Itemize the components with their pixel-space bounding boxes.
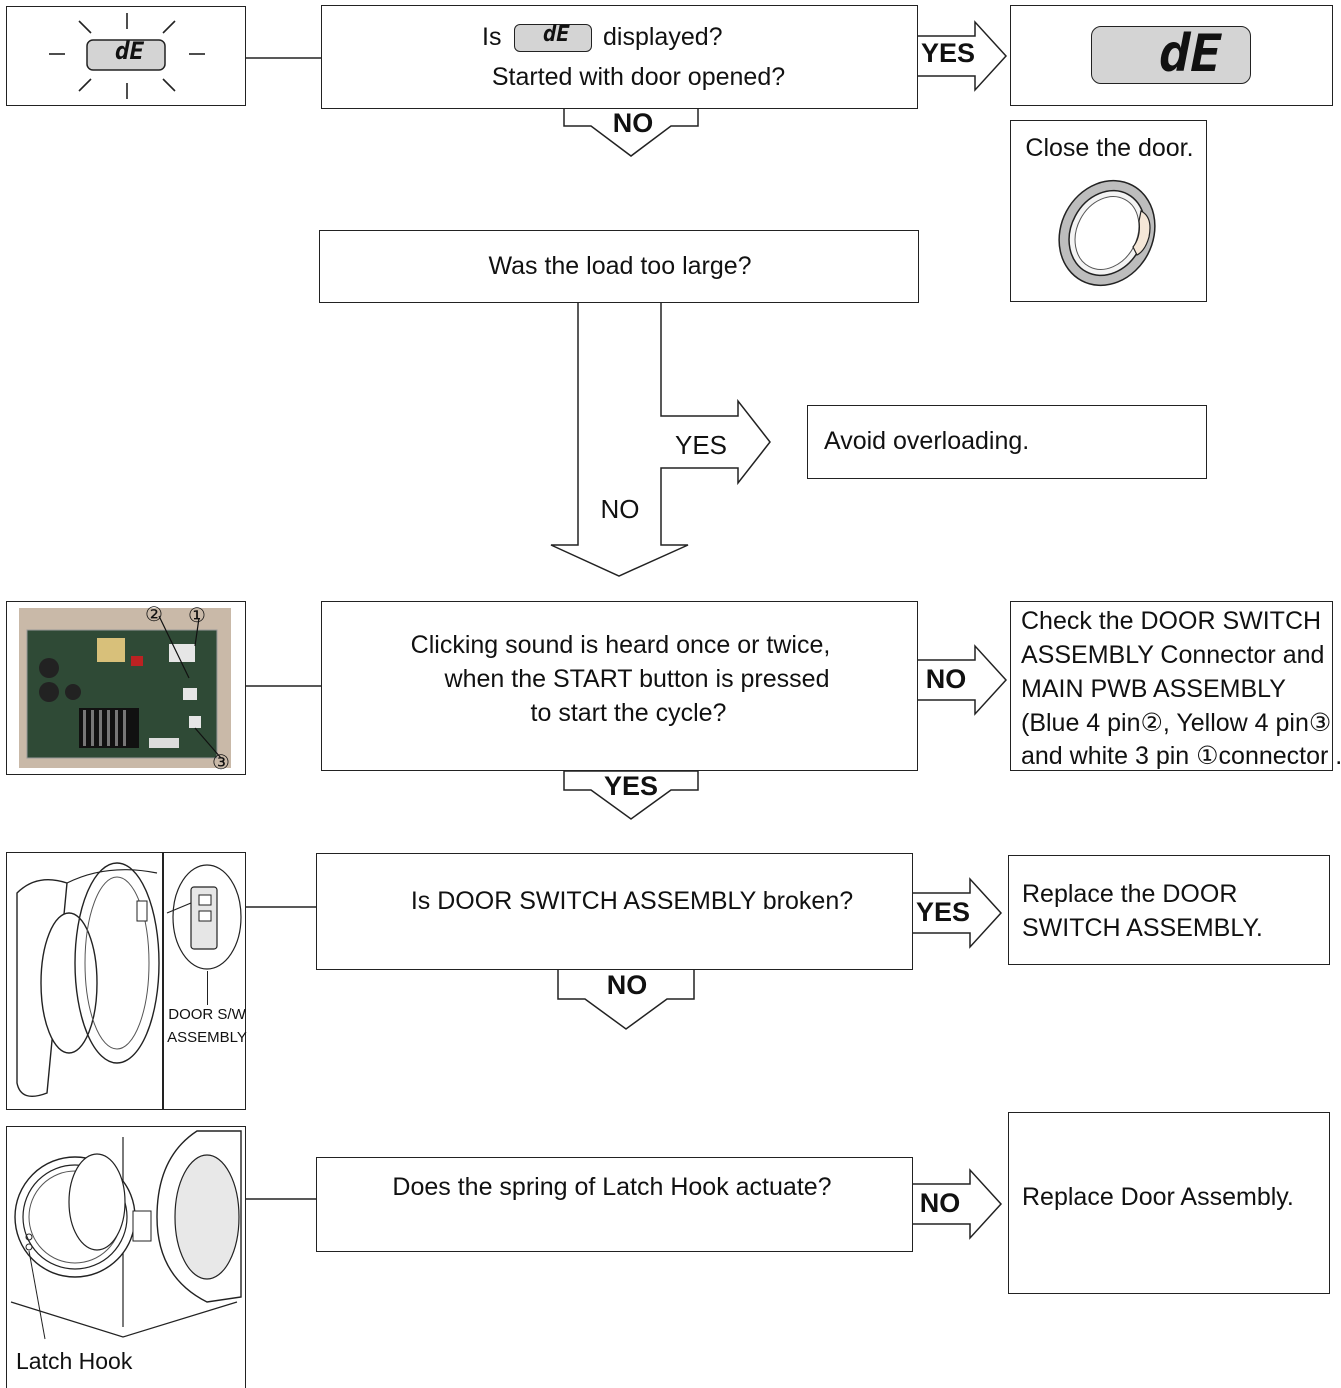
q1-no-label: NO (612, 108, 654, 138)
q2-no-label: NO (600, 494, 640, 524)
check-line2: ASSEMBLY Connector and (1021, 641, 1325, 669)
door-sw-leader (207, 971, 208, 1005)
replace-switch-line2: SWITCH ASSEMBLY. (1022, 914, 1263, 942)
close-door-panel: Close the door. (1010, 120, 1207, 302)
check-line3: MAIN PWB ASSEMBLY (1021, 675, 1286, 703)
q3-no-arrow (916, 644, 1008, 716)
check-connector-panel: Check the DOOR SWITCH ASSEMBLY Connector… (1010, 601, 1341, 771)
latch-hook-label: Latch Hook (16, 1348, 133, 1374)
question-load-too-large: Was the load too large? (319, 230, 919, 303)
check-line1: Check the DOOR SWITCH (1021, 607, 1322, 635)
q5-text: Does the spring of Latch Hook actuate? (392, 1173, 832, 1201)
pcb-marker-3: ③ (212, 752, 230, 774)
blinking-display-text: dE (115, 37, 144, 65)
door-switch-illustration: DOOR S/W ASSEMBLY (6, 852, 247, 1110)
question-door-switch-broken: Is DOOR SWITCH ASSEMBLY broken? (316, 853, 913, 970)
replace-switch-panel: Replace the DOOR SWITCH ASSEMBLY. (1008, 855, 1330, 965)
q5-no-label: NO (919, 1188, 961, 1218)
q1-no-arrow (563, 107, 699, 157)
q3-no-label: NO (925, 664, 967, 694)
pcb-photo-panel: ② ① ③ (6, 601, 246, 775)
washer-door-open-image (16, 862, 160, 1097)
de-display-lcd-text: dE (1159, 24, 1222, 84)
question-latch-spring: Does the spring of Latch Hook actuate? (316, 1157, 913, 1252)
q2-text: Was the load too large? (488, 252, 752, 280)
door-ring-icon (1058, 179, 1156, 287)
latch-hook-illustration: Latch Hook (6, 1126, 246, 1388)
q1-inline-display-text: dE (543, 22, 570, 47)
q1-is: Is (482, 23, 502, 51)
q4-no-label: NO (606, 970, 648, 1000)
door-sw-label-1: DOOR S/W (168, 1006, 246, 1023)
q3-line2: when the START button is pressed (444, 665, 830, 693)
avoid-overloading-panel: Avoid overloading. (807, 405, 1207, 479)
de-display-panel: dE (1010, 5, 1333, 106)
blinking-display-icon (49, 13, 205, 99)
avoid-text: Avoid overloading. (824, 427, 1030, 455)
q2-split-arrow (550, 302, 771, 577)
q2-yes-label: YES (674, 430, 728, 460)
q1-yes-arrow (916, 20, 1008, 92)
replace-switch-line1: Replace the DOOR (1022, 880, 1238, 908)
q3-line1: Clicking sound is heard once or twice, (410, 631, 831, 659)
door-switch-icon (166, 864, 242, 970)
q3-line3: to start the cycle? (530, 699, 727, 727)
check-line4: (Blue 4 pin②, Yellow 4 pin③ (1021, 709, 1332, 737)
washer-latch-image (10, 1130, 242, 1340)
pcb-marker-1: ① (188, 605, 206, 627)
q3-yes-arrow (563, 770, 699, 820)
pcb-marker-2: ② (145, 604, 163, 626)
replace-door-panel: Replace Door Assembly. (1008, 1112, 1330, 1294)
q1-yes-label: YES (920, 38, 976, 68)
divider (162, 853, 164, 1109)
blinking-display-illustration: dE (6, 6, 246, 106)
q1-inline-display (514, 24, 592, 52)
de-display-lcd (1091, 26, 1251, 84)
q3-yes-label: YES (603, 771, 659, 801)
door-sw-label-2: ASSEMBLY (167, 1029, 247, 1046)
close-door-text: Close the door. (1025, 134, 1194, 162)
q4-yes-arrow (911, 877, 1003, 949)
q4-no-arrow (557, 968, 695, 1030)
check-line5: and white 3 pin ①connector . (1021, 742, 1341, 770)
question-de-displayed: Is dE displayed? Started with door opene… (321, 5, 918, 109)
question-clicking-sound: Clicking sound is heard once or twice, w… (321, 601, 918, 771)
q1-displayed: displayed? (603, 23, 723, 51)
q5-no-arrow (911, 1168, 1003, 1240)
q4-text: Is DOOR SWITCH ASSEMBLY broken? (410, 887, 854, 915)
q4-yes-label: YES (915, 897, 971, 927)
pcb-board-image (19, 608, 231, 768)
q1-line2: Started with door opened? (491, 63, 786, 91)
replace-door-text: Replace Door Assembly. (1022, 1183, 1294, 1211)
